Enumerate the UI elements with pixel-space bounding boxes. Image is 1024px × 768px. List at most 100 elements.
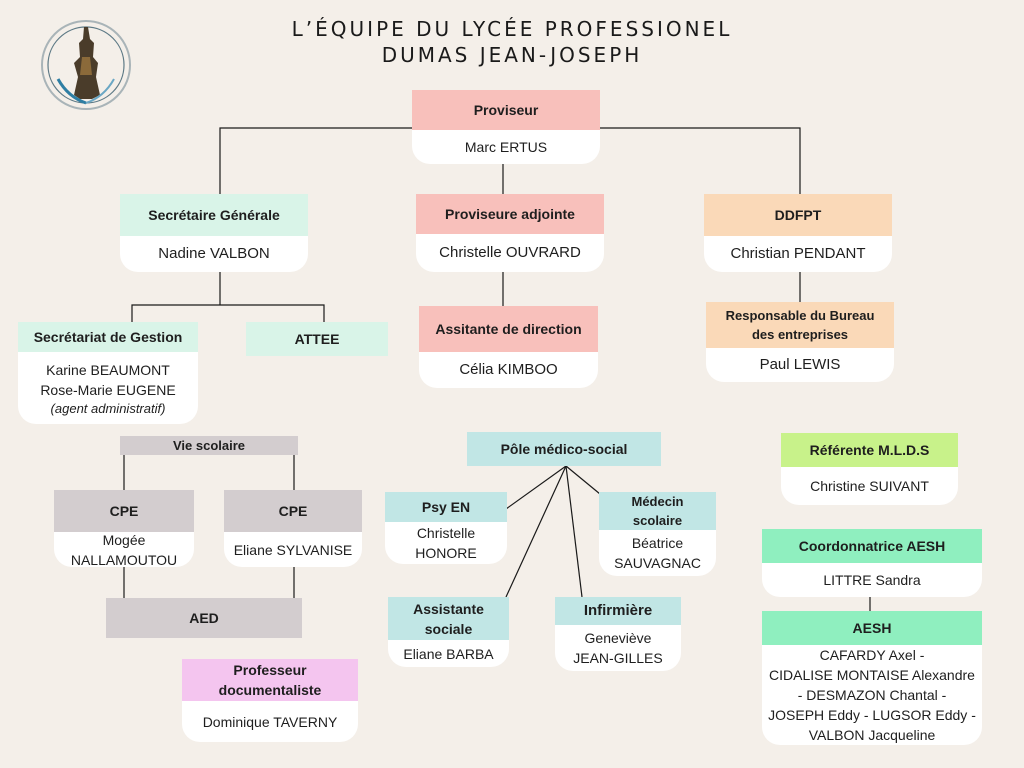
connector-line bbox=[565, 465, 583, 598]
card-name: Béatrice SAUVAGNAC bbox=[599, 530, 716, 576]
card-role: Responsable du Bureau des entreprises bbox=[706, 302, 894, 348]
connector-line bbox=[505, 465, 567, 510]
connector-line bbox=[131, 304, 325, 322]
proviseur-card: Proviseur Marc ERTUS bbox=[412, 90, 600, 164]
ddfpt-card: DDFPT Christian PENDANT bbox=[704, 194, 892, 272]
medecin-scolaire-card: Médecin scolaire Béatrice SAUVAGNAC bbox=[599, 492, 716, 576]
card-role: Professeur documentaliste bbox=[182, 659, 358, 701]
person-name: Béatrice bbox=[631, 535, 684, 551]
person-name: NALLAMOUTOU bbox=[70, 551, 178, 568]
connector-line bbox=[505, 465, 567, 598]
aed-card: AED bbox=[106, 598, 302, 638]
card-name: LITTRE Sandra bbox=[762, 563, 982, 597]
card-name: Mogée NALLAMOUTOU bbox=[54, 531, 194, 568]
person-name: CIDALISE MONTAISE Alexandre bbox=[769, 667, 975, 683]
role-line: des entreprises bbox=[751, 327, 849, 342]
cpe-card: CPE Mogée NALLAMOUTOU bbox=[54, 490, 194, 568]
card-role: AESH bbox=[762, 611, 982, 645]
connector-line bbox=[565, 465, 601, 495]
vie-scolaire-card: Vie scolaire bbox=[120, 436, 298, 455]
card-role: CPE bbox=[54, 490, 194, 532]
connector-line bbox=[600, 127, 801, 194]
pole-medico-social-card: Pôle médico-social bbox=[467, 432, 661, 466]
coordonnatrice-aesh-card: Coordonnatrice AESH LITTRE Sandra bbox=[762, 529, 982, 597]
person-name: Rose-Marie EUGENE bbox=[40, 381, 176, 398]
card-role: Assistante sociale bbox=[388, 597, 509, 640]
person-name: SAUVAGNAC bbox=[614, 555, 701, 571]
card-role: Référente M.L.D.S bbox=[781, 433, 958, 467]
role-line: Assistante bbox=[413, 600, 484, 617]
card-role: AED bbox=[106, 598, 302, 638]
aesh-card: AESH CAFARDY Axel - CIDALISE MONTAISE Al… bbox=[762, 611, 982, 745]
infirmiere-card: Infirmière Geneviève JEAN-GILLES bbox=[555, 597, 681, 671]
card-name: Nadine VALBON bbox=[120, 236, 308, 272]
card-name: CAFARDY Axel - CIDALISE MONTAISE Alexand… bbox=[762, 645, 982, 745]
card-name: Eliane BARBA bbox=[388, 640, 509, 667]
page-subtitle: DUMAS JEAN-JOSEPH bbox=[381, 43, 643, 67]
person-name: JOSEPH Eddy - LUGSOR Eddy - bbox=[768, 707, 976, 723]
card-role: Vie scolaire bbox=[120, 436, 298, 455]
person-name: CAFARDY Axel - bbox=[819, 647, 925, 663]
person-name: - DESMAZON Chantal - bbox=[797, 687, 947, 703]
person-name: Paul LEWIS bbox=[759, 356, 841, 373]
person-name: VALBON Jacqueline bbox=[808, 727, 936, 743]
person-name: Eliane SYLVANISE bbox=[233, 541, 353, 558]
card-name: Christine SUIVANT bbox=[781, 467, 958, 505]
card-name: Christian PENDANT bbox=[704, 236, 892, 272]
attee-card: ATTEE bbox=[246, 322, 388, 356]
card-role: CPE bbox=[224, 490, 362, 532]
card-name: Geneviève JEAN-GILLES bbox=[555, 625, 681, 671]
proviseure-adjointe-card: Proviseure adjointe Christelle OUVRARD bbox=[416, 194, 604, 272]
card-role: Psy EN bbox=[385, 492, 507, 522]
referente-mlds-card: Référente M.L.D.S Christine SUIVANT bbox=[781, 433, 958, 505]
card-name: Christelle OUVRARD bbox=[416, 234, 604, 272]
person-name: Christelle bbox=[416, 525, 476, 541]
person-name: JEAN-GILLES bbox=[573, 650, 663, 666]
assistante-sociale-card: Assistante sociale Eliane BARBA bbox=[388, 597, 509, 667]
card-role: ATTEE bbox=[246, 322, 388, 356]
person-name: LITTRE Sandra bbox=[823, 572, 921, 588]
cpe-card: CPE Eliane SYLVANISE bbox=[224, 490, 362, 567]
card-role: Proviseur bbox=[412, 90, 600, 130]
card-role: Infirmière bbox=[555, 597, 681, 625]
card-name: Paul LEWIS bbox=[706, 348, 894, 382]
role-line: scolaire bbox=[632, 513, 683, 528]
secretaire-generale-card: Secrétaire Générale Nadine VALBON bbox=[120, 194, 308, 272]
role-line: documentaliste bbox=[218, 682, 322, 698]
card-role: Assitante de direction bbox=[419, 306, 598, 352]
person-note: (agent administratif) bbox=[50, 400, 166, 416]
card-name: Dominique TAVERNY bbox=[182, 701, 358, 742]
person-name: Nadine VALBON bbox=[158, 245, 270, 262]
card-role: Pôle médico-social bbox=[467, 432, 661, 466]
card-name: Célia KIMBOO bbox=[419, 352, 598, 388]
assistante-direction-card: Assitante de direction Célia KIMBOO bbox=[419, 306, 598, 388]
card-role: Secrétaire Générale bbox=[120, 194, 308, 236]
statue-logo-icon bbox=[41, 20, 131, 110]
card-role: Médecin scolaire bbox=[599, 492, 716, 530]
person-name: Christelle OUVRARD bbox=[439, 244, 581, 261]
card-name: Eliane SYLVANISE bbox=[224, 532, 362, 567]
role-line: Professeur bbox=[233, 662, 307, 678]
card-name: Karine BEAUMONT Rose-Marie EUGENE (agent… bbox=[18, 352, 198, 424]
person-name: Célia KIMBOO bbox=[459, 361, 558, 378]
person-name: Christian PENDANT bbox=[730, 245, 866, 262]
person-name: Marc ERTUS bbox=[464, 139, 548, 155]
person-name: Mogée bbox=[102, 531, 146, 548]
person-name: Geneviève bbox=[584, 630, 652, 646]
page-title: L’ÉQUIPE DU LYCÉE PROFESSIONEL bbox=[291, 17, 733, 41]
connector-line bbox=[219, 127, 412, 194]
role-line: Médecin bbox=[631, 494, 684, 509]
person-name: HONORE bbox=[415, 545, 477, 561]
card-role: DDFPT bbox=[704, 194, 892, 236]
card-role: Coordonnatrice AESH bbox=[762, 529, 982, 563]
card-role: Secrétariat de Gestion bbox=[18, 322, 198, 352]
card-name: Marc ERTUS bbox=[412, 130, 600, 164]
person-name: Christine SUIVANT bbox=[810, 478, 929, 494]
role-line: Responsable du Bureau bbox=[725, 308, 875, 323]
card-name: Christelle HONORE bbox=[385, 522, 507, 564]
person-name: Dominique TAVERNY bbox=[202, 713, 338, 730]
documentaliste-card: Professeur documentaliste Dominique TAVE… bbox=[182, 659, 358, 742]
role-line: sociale bbox=[424, 620, 473, 637]
